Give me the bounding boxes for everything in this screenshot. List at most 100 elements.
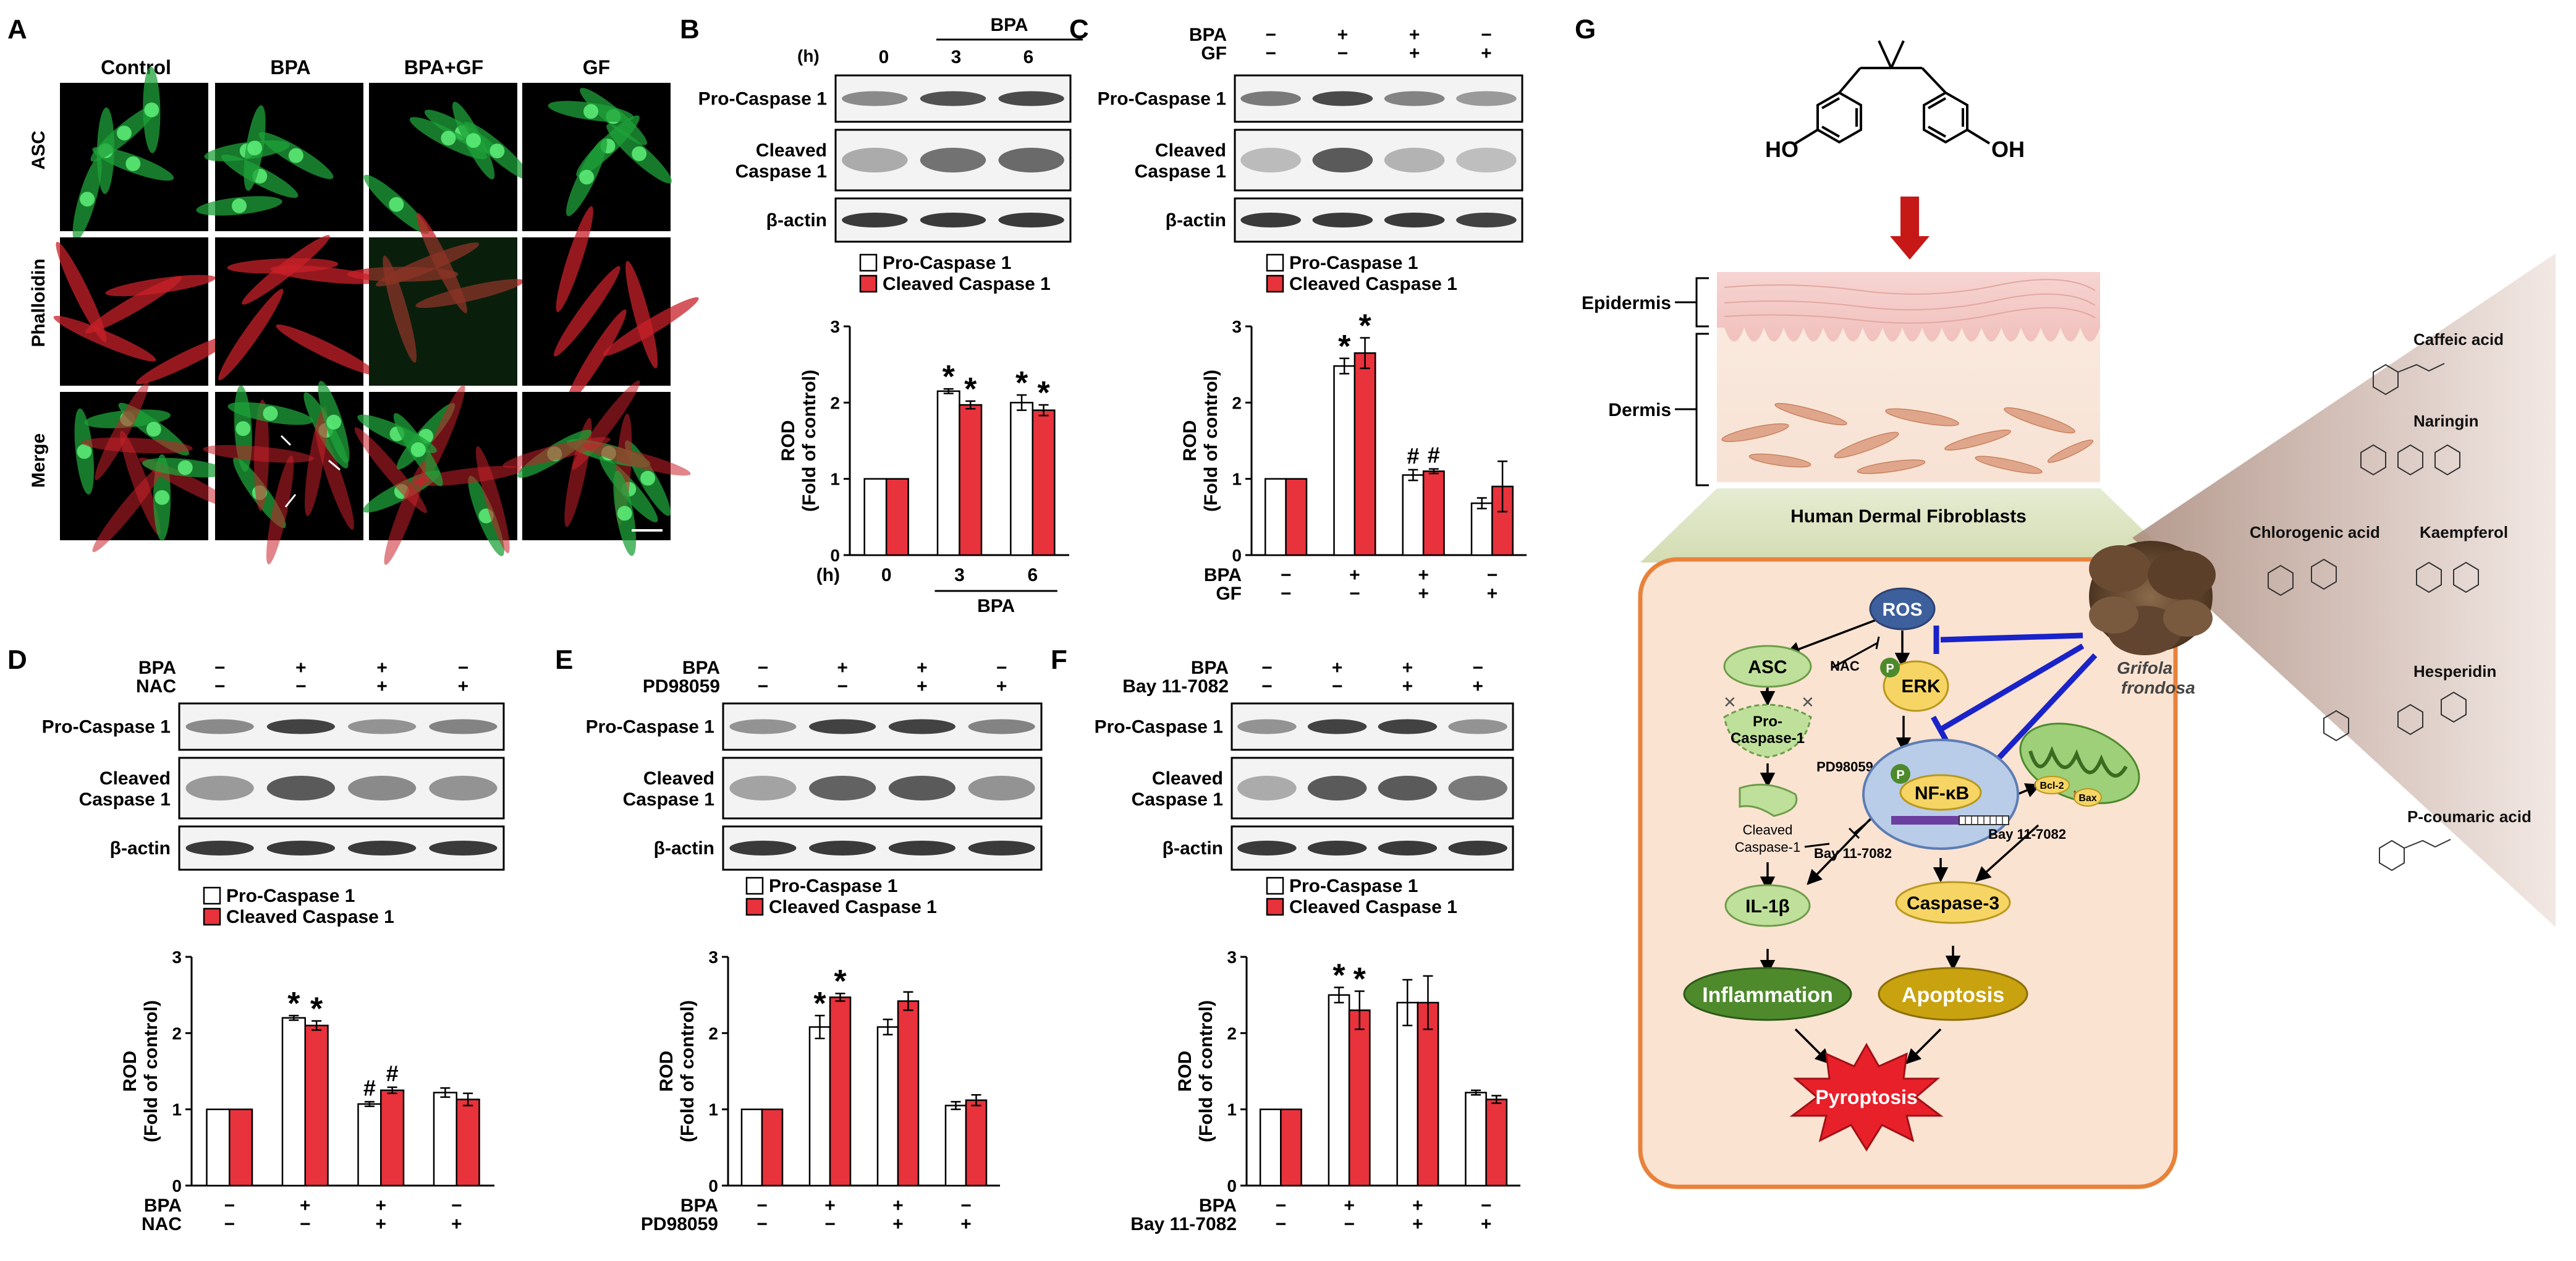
- legend-label-cleaved: Cleaved Caspase 1: [1289, 897, 1457, 917]
- scissor-icon-right: ✕: [1801, 693, 1815, 711]
- blot-band: [1456, 148, 1517, 172]
- treatment-sign: −: [1337, 43, 1349, 64]
- compound-structures: [2268, 363, 2479, 872]
- bcl2-down-icon: ↓: [2032, 778, 2038, 792]
- blot-band: [1448, 841, 1507, 856]
- y-tick-label: 0: [1227, 1176, 1237, 1195]
- y-tick-label: 2: [1232, 393, 1242, 412]
- caspase-3-label: Caspase-3: [1907, 893, 1999, 914]
- bar-pro-caspase: [808, 1026, 831, 1187]
- asc-cell-nucleus: [583, 104, 599, 119]
- y-axis-label-1: ROD: [1180, 420, 1200, 462]
- blot-band: [1237, 719, 1297, 734]
- treatment-label-1: GF: [1201, 43, 1227, 64]
- blot-band: [920, 213, 986, 227]
- cleaved-caspase-label-2: Caspase-1: [1735, 839, 1800, 855]
- panel-b-hour-0: 0: [879, 47, 889, 67]
- phalloidin-fiber: [136, 333, 237, 384]
- panel-letter-e: E: [555, 645, 573, 675]
- blot-band: [1448, 719, 1507, 734]
- treatment-sign: +: [295, 658, 307, 678]
- legend-label-cleaved: Cleaved Caspase 1: [1289, 274, 1457, 294]
- asc-cell-nucleus: [579, 169, 595, 185]
- treatment-sign: +: [1402, 676, 1413, 697]
- phalloidin-fiber: [266, 455, 294, 565]
- bar-pro-caspase: [936, 390, 960, 556]
- pro-caspase-1-node: ✕ ✕ Pro- Caspase-1: [1723, 693, 1815, 758]
- x-treatment-sign: +: [300, 1195, 311, 1216]
- significance-star: *: [310, 991, 323, 1027]
- significance-star: *: [1338, 329, 1351, 365]
- phalloidin-fiber: [566, 309, 627, 404]
- blot-band: [1448, 776, 1507, 800]
- pyroptosis-label: Pyroptosis: [1815, 1086, 1917, 1108]
- legend-label-pro: Pro-Caspase 1: [1289, 253, 1418, 273]
- treatment-sign: −: [1261, 658, 1273, 678]
- treatment-sign: −: [458, 658, 469, 678]
- y-tick-label: 0: [1232, 546, 1242, 565]
- caspase-3-node: [1895, 881, 2011, 924]
- y-tick-label: 2: [830, 393, 840, 412]
- blot-label-cleaved-2: Caspase 1: [1132, 789, 1223, 810]
- blot-band: [348, 776, 417, 800]
- significance-star: *: [1037, 375, 1050, 411]
- phalloidin-fiber: [415, 279, 524, 308]
- treatment-sign: −: [1481, 25, 1492, 45]
- legend-swatch-cleaved: [745, 898, 764, 916]
- x-treatment-sign: −: [300, 1214, 311, 1234]
- asc-cell-nucleus: [177, 460, 193, 475]
- bar-cleaved-caspase: [455, 1098, 480, 1187]
- blot-band: [266, 719, 335, 734]
- treatment-sign: +: [376, 676, 388, 697]
- phalloidin-fiber: [95, 381, 149, 480]
- bar-cleaved-caspase: [1417, 1001, 1439, 1187]
- blot-label-pro: Pro-Caspase 1: [1098, 89, 1226, 109]
- panel-b: B (h) BPA 0 3 6 Pro-Caspase 1CleavedCasp…: [680, 14, 1083, 616]
- asc-cell-nucleus: [155, 490, 170, 505]
- compound-chlorogenic-acid: Chlorogenic acid: [2250, 523, 2380, 541]
- bar-cleaved-caspase: [1485, 1098, 1508, 1187]
- blot-band: [1307, 719, 1367, 734]
- y-tick-label: 0: [830, 546, 840, 565]
- ros-label: ROS: [1882, 600, 1922, 620]
- significance-star: *: [1332, 957, 1345, 993]
- x-treatment-sign: −: [756, 1214, 768, 1234]
- x-treatment-sign: −: [1487, 565, 1498, 585]
- blot-label-cleaved-1: Cleaved: [100, 768, 171, 789]
- bay-label-1: Bay 11-7082: [1988, 826, 2066, 842]
- bar-cleaved-caspase: [761, 1108, 784, 1187]
- bar-pro-caspase: [1333, 365, 1356, 556]
- legend-swatch-pro: [1266, 253, 1284, 272]
- asc-cell-nucleus: [116, 125, 132, 141]
- blot-band: [998, 91, 1064, 106]
- treatment-sign: −: [1265, 25, 1276, 45]
- erk-phospho-icon: [1880, 658, 1900, 677]
- cell-title: Human Dermal Fibroblasts: [1790, 506, 2027, 527]
- blot-label-actin: β-actin: [1166, 210, 1226, 231]
- panel-letter-a: A: [7, 14, 27, 45]
- blot-band: [842, 213, 908, 227]
- asc-cell-nucleus: [144, 102, 159, 117]
- apoptosis-node: [1878, 967, 2028, 1021]
- bar-cleaved-caspase: [1032, 409, 1056, 556]
- asc-cell-nucleus: [77, 444, 92, 459]
- x-treatment-sign: −: [824, 1214, 836, 1234]
- erk-phospho-label: P: [1886, 662, 1894, 676]
- blot-band: [185, 776, 254, 800]
- blot-band: [1456, 213, 1517, 227]
- treatment-sign: −: [837, 676, 848, 697]
- phalloidin-fiber: [56, 242, 107, 342]
- y-tick-label: 3: [830, 317, 840, 336]
- ros-node: [1869, 587, 1936, 630]
- blot-band: [185, 841, 254, 856]
- blot-band: [998, 148, 1064, 172]
- x-treatment-sign: +: [1418, 584, 1429, 604]
- bar-cleaved-caspase: [959, 404, 983, 556]
- blot-band: [1237, 776, 1297, 800]
- x-treatment-sign: +: [1418, 565, 1429, 585]
